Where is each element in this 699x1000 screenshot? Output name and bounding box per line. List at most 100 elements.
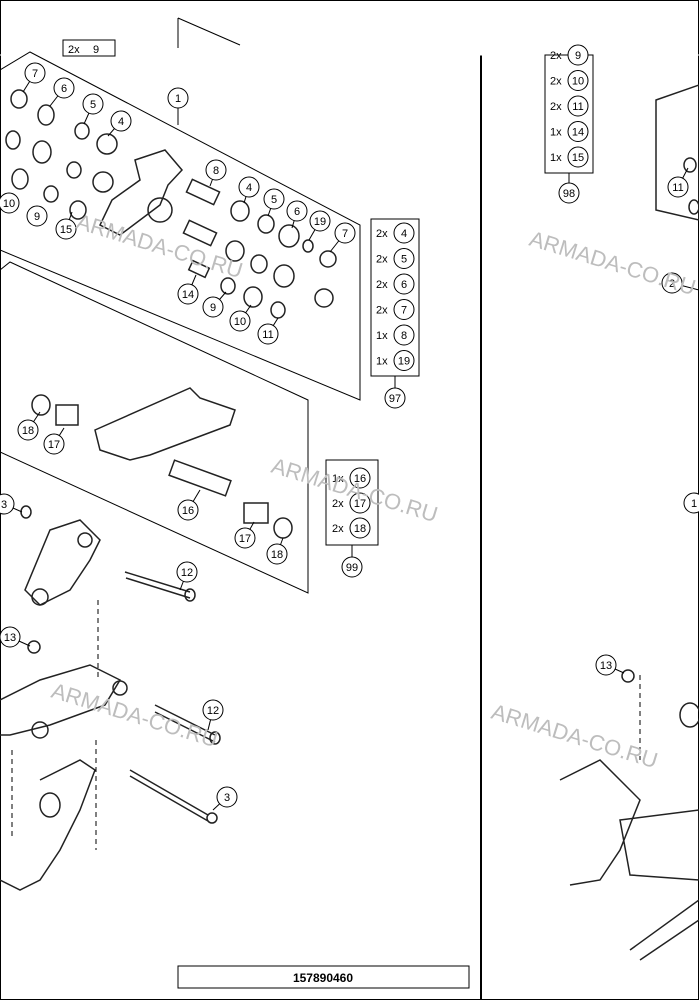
callout-c1: 1 (167, 87, 189, 125)
kit-row-qty: 2x (550, 101, 562, 113)
callout-number: 9 (210, 302, 216, 314)
callout-c12a: 12 (176, 561, 198, 591)
callout-number: 18 (22, 425, 34, 437)
callout-r_c11b: 11 (667, 167, 689, 198)
watermark-1: ARMADA-CO.RU (74, 209, 246, 283)
kit-row-num: 18 (354, 523, 366, 535)
callout-c6a: 6 (49, 77, 75, 107)
callout-c16: 16 (177, 489, 201, 521)
kit-row-circle (349, 467, 371, 489)
kit-row-qty: 2x (376, 254, 388, 266)
kit-row-circle (567, 121, 589, 142)
kit-row-qty: 2x (550, 76, 562, 88)
kit-row-circle (567, 95, 589, 117)
watermark-3: ARMADA-CO.RU (49, 678, 221, 752)
callout-number: 11 (672, 182, 683, 194)
kit-row-qty: 1x (550, 152, 562, 164)
callout-c4b: 4 (238, 176, 260, 204)
callout-layer: 7654110915845619714910111817161718312131… (0, 62, 699, 811)
callout-number: 10 (234, 316, 246, 328)
callout-c7b: 7 (329, 222, 356, 253)
dashed-assembly-lines (11, 600, 99, 850)
callout-c3b: 3 (212, 786, 238, 811)
top-partial-qty: 2x (68, 44, 80, 56)
kit-row-circle (393, 222, 415, 244)
callout-c11a: 11 (257, 317, 279, 345)
callout-number: 8 (213, 165, 219, 177)
callout-number: 2 (669, 278, 675, 290)
callout-c8: 8 (205, 159, 227, 187)
kit-row-qty: 2x (332, 498, 344, 510)
kit-row-num: 9 (575, 50, 581, 62)
callout-number: 3 (1, 499, 7, 511)
callout-number: 6 (294, 206, 300, 218)
top-partial-num: 9 (93, 44, 99, 56)
kit-row-num: 19 (398, 356, 410, 368)
bushing-set-middle (31, 394, 293, 539)
rocker-link-upper (99, 149, 184, 236)
callout-number: 98 (563, 188, 575, 200)
callout-c18b: 18 (266, 537, 288, 565)
callout-c99: 99 (341, 556, 363, 578)
callout-c10a: 10 (0, 192, 20, 214)
callout-number: 5 (90, 99, 96, 111)
kit-row-qty: 2x (332, 523, 344, 535)
callout-number: 18 (271, 549, 283, 561)
callout-number: 6 (61, 83, 67, 95)
callout-c13a: 13 (0, 626, 31, 648)
kit-row-circle (349, 492, 371, 514)
top-leader-lines (177, 17, 241, 48)
callout-number: 12 (207, 705, 219, 717)
kit-row-circle (393, 350, 415, 371)
callout-number: 15 (60, 224, 72, 236)
kit97-panel-outline (0, 51, 361, 401)
callout-c5a: 5 (82, 93, 104, 125)
callout-c9b: 9 (202, 291, 227, 318)
callout-number: 13 (600, 660, 612, 672)
kit-row-num: 15 (572, 152, 584, 164)
kit-row-qty: 2x (550, 50, 562, 62)
kit-row-circle (393, 248, 415, 269)
kit-row-qty: 1x (376, 356, 388, 368)
callout-number: 17 (48, 439, 60, 451)
kit-row-qty: 2x (376, 305, 388, 317)
right-panel-assembly (559, 84, 699, 961)
callout-c17b: 17 (234, 521, 256, 549)
kit-row-num: 8 (401, 330, 407, 342)
callout-number: 16 (182, 505, 194, 517)
pull-rod-link (94, 387, 236, 461)
top-partial-label-box (62, 39, 116, 57)
kit-row-qty: 1x (332, 473, 344, 485)
callout-number: 13 (4, 632, 16, 644)
callout-c15a: 15 (55, 211, 77, 240)
kit-row-qty: 1x (550, 127, 562, 139)
kit99-panel-outline (0, 261, 309, 594)
callout-c18a: 18 (17, 411, 41, 441)
callout-number: 9 (34, 211, 40, 223)
callout-c5b: 5 (263, 188, 285, 217)
callout-r_c98: 98 (558, 182, 580, 204)
callout-c3a: 3 (0, 493, 23, 515)
kit-row-circle (393, 273, 415, 295)
kit-row-circle (349, 517, 371, 539)
kit-row-qty: 2x (376, 228, 388, 240)
kit-row-circle (567, 44, 589, 66)
watermark-4: ARMADA-CO.RU (527, 226, 699, 300)
rocker-link-upper-eye (147, 197, 173, 223)
callout-number: 5 (271, 194, 277, 206)
reference-code: 157890460 (293, 971, 353, 985)
callout-r_c13: 13 (595, 654, 625, 676)
callout-r_c2: 2 (661, 272, 699, 294)
kit-row-num: 7 (401, 305, 407, 317)
callout-c14: 14 (177, 274, 199, 305)
callout-number: 1 (175, 93, 181, 105)
bushing-set-upper (5, 89, 337, 319)
callout-number: 4 (246, 182, 252, 194)
reference-code-box (177, 965, 470, 989)
kit-row-num: 5 (401, 254, 407, 266)
callout-c17a: 17 (43, 427, 65, 455)
callout-r_c1: 1 (683, 492, 699, 514)
